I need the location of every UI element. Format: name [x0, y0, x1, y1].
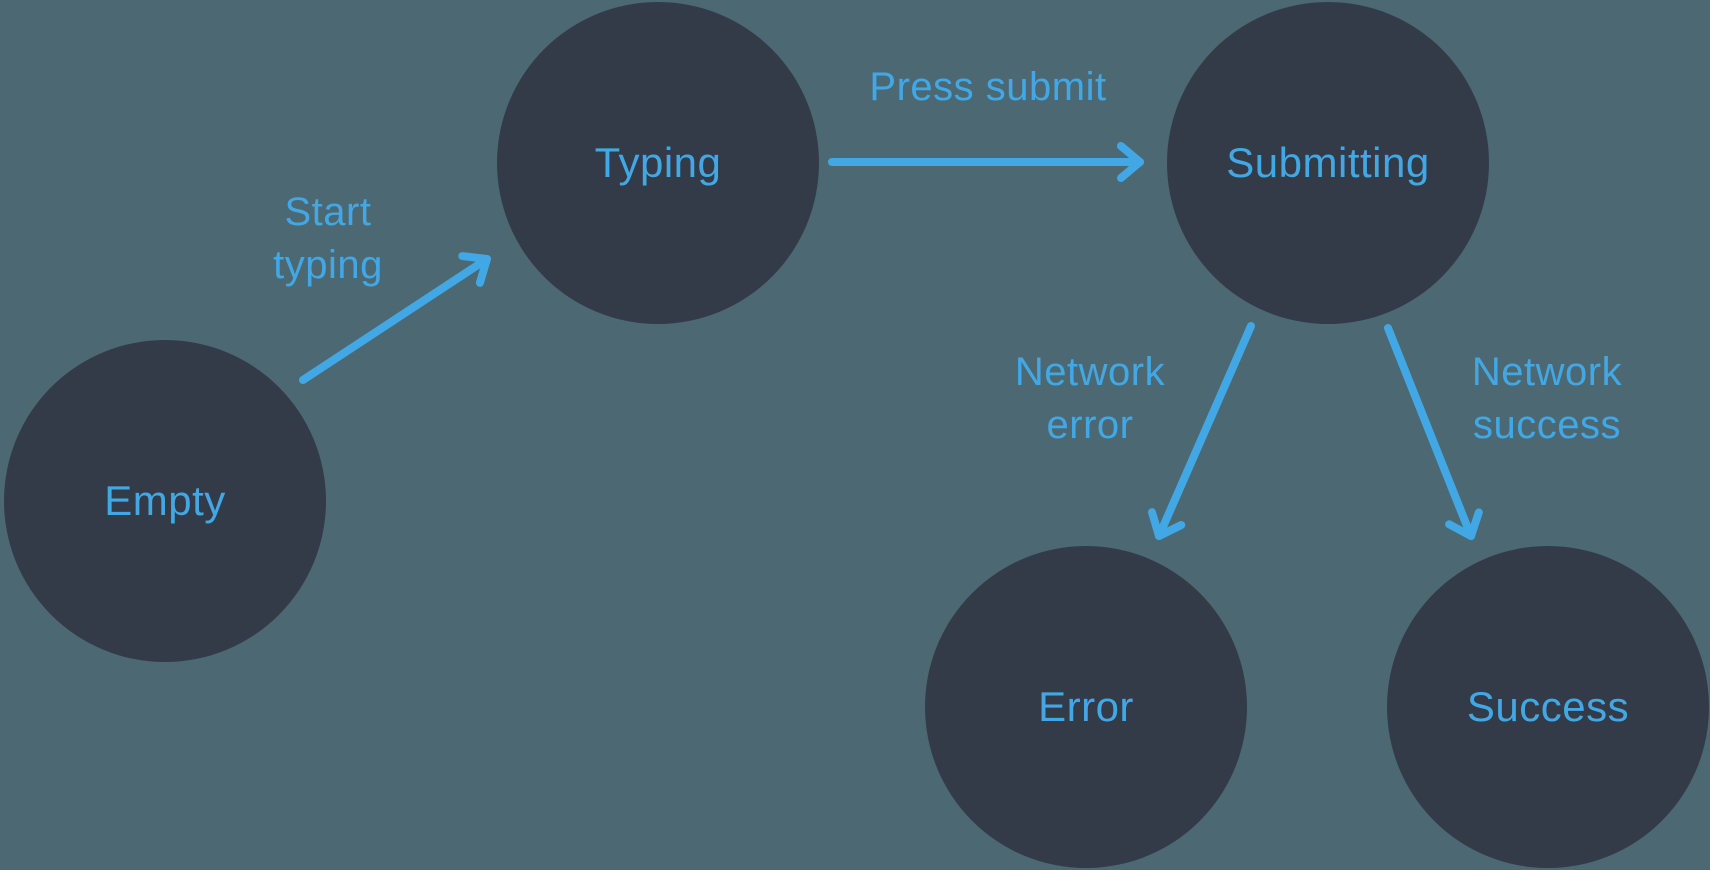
edge-label-network-success: Network success	[1471, 350, 1623, 447]
edge-label-start-typing: Start typing	[273, 190, 383, 287]
edge-submitting-to-success-arrow	[1384, 324, 1483, 540]
edge-submitting-to-error-arrow	[1147, 322, 1255, 540]
node-submitting-label: Submitting	[1226, 139, 1430, 186]
node-error: Error	[925, 546, 1247, 868]
node-typing: Typing	[497, 2, 819, 324]
node-empty: Empty	[4, 340, 326, 662]
node-submitting: Submitting	[1167, 2, 1489, 324]
node-success-label: Success	[1466, 683, 1630, 730]
node-typing-label: Typing	[594, 139, 722, 186]
node-empty-label: Empty	[104, 477, 226, 524]
node-error-label: Error	[1038, 683, 1134, 730]
edge-label-network-error: Network error	[1014, 350, 1166, 447]
node-success: Success	[1387, 546, 1709, 868]
edge-empty-to-typing-arrow	[299, 252, 491, 384]
edge-label-press-submit: Press submit	[869, 65, 1107, 109]
